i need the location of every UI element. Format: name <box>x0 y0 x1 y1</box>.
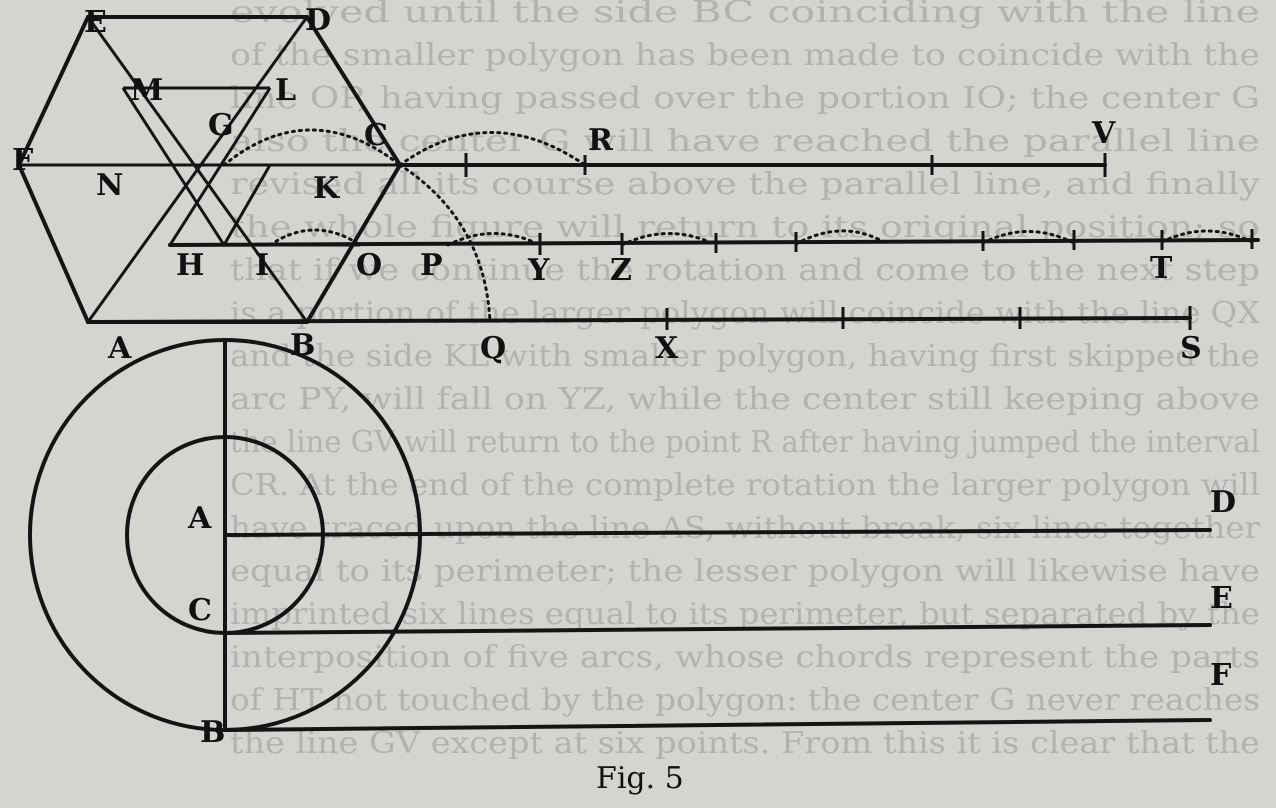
line-labels: R V Y Z T Q X S <box>480 116 1202 366</box>
label-circle-e: E <box>1210 581 1233 616</box>
label-p: P <box>420 248 443 283</box>
label-m: M <box>130 73 163 108</box>
bleed-through-line: that if we continue the rotation and com… <box>230 253 1260 288</box>
concentric-circles <box>28 338 1212 732</box>
bleed-through-line: have traced upon the line AS, without br… <box>230 511 1261 546</box>
label-s: S <box>1180 331 1202 366</box>
label-circle-b: B <box>200 715 225 750</box>
bleed-through-line: is a portion of the larger polygon will … <box>230 296 1261 331</box>
label-f: F <box>12 143 33 178</box>
large-hexagon <box>16 15 403 324</box>
line-ht <box>168 229 1260 255</box>
label-o: O <box>356 248 382 283</box>
label-t: T <box>1150 251 1173 286</box>
hexagon-labels: E D M L G C F N K H I O P A B <box>12 3 443 366</box>
label-d: D <box>305 3 331 38</box>
bleed-through-line: revised all its course above the paralle… <box>230 167 1260 202</box>
dotted-arcs <box>222 128 1254 324</box>
bleed-through-line: of HT not touched by the polygon: the ce… <box>230 683 1260 718</box>
label-q: Q <box>480 331 506 366</box>
label-y: Y <box>527 253 550 288</box>
label-x: X <box>655 331 679 366</box>
label-v: V <box>1091 116 1116 151</box>
figure-caption: Fig. 5 <box>596 761 684 796</box>
label-a: A <box>107 331 132 366</box>
bleed-through-line: also the center G will have reached the … <box>230 124 1260 159</box>
label-e: E <box>84 5 107 40</box>
bleed-through-line: interposition of five arcs, whose chords… <box>230 640 1260 675</box>
label-k: K <box>313 171 340 206</box>
label-circle-c: C <box>188 593 212 628</box>
label-n: N <box>96 168 123 203</box>
bleed-through-line: line OP, having passed over the portion … <box>230 81 1260 116</box>
label-h: H <box>176 248 204 283</box>
bleed-through-line: CR. At the end of the complete rotation … <box>230 468 1260 503</box>
bleed-through-line: of the smaller polygon has been made to … <box>230 38 1260 73</box>
bleed-through-line: the line GV except at six points. From t… <box>230 726 1260 761</box>
label-b: B <box>290 328 315 363</box>
line-as <box>86 306 1192 330</box>
label-z: Z <box>610 253 632 288</box>
label-circle-d: D <box>1210 485 1236 520</box>
label-i: I <box>255 248 269 283</box>
line-cv <box>398 153 1107 177</box>
bleed-through-line: arc PY, will fall on YZ, while the cente… <box>230 382 1260 417</box>
label-circle-a: A <box>187 501 212 536</box>
label-l: L <box>275 73 296 108</box>
label-circle-f: F <box>1210 658 1231 693</box>
label-c: C <box>364 118 388 153</box>
label-r: R <box>588 123 614 158</box>
circle-labels: A C B D E F <box>187 485 1236 750</box>
bleed-through-line: equal to its perimeter; the lesser polyg… <box>230 554 1260 589</box>
label-g: G <box>208 108 234 143</box>
bleed-through-line: and the side KL with smaller polygon, ha… <box>230 339 1260 374</box>
bleed-through-line: evolved until the side BC coinciding wit… <box>230 0 1260 30</box>
